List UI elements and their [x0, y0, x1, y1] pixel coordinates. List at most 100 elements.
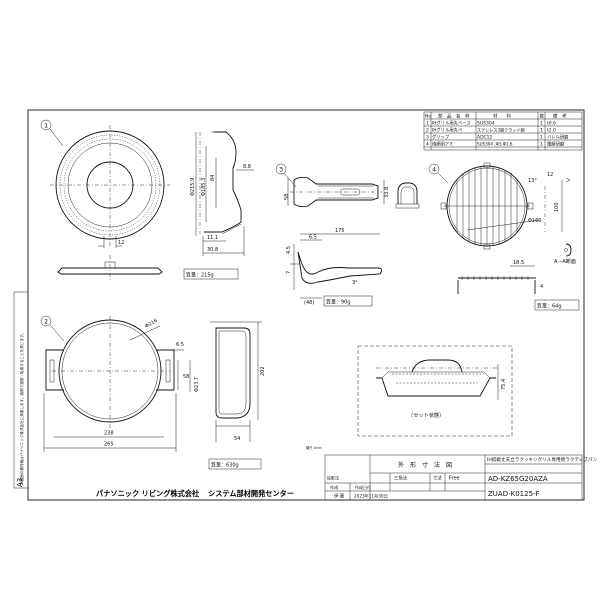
author-name: 伊 藤	[334, 493, 345, 500]
part-4-views: 4 Φ160 13° 12 100	[428, 162, 580, 311]
weight-part-2: 質量：630g	[211, 462, 239, 469]
side-note: 本図面の著作権はパナソニック株式会社に帰属します。無断で複製・転用することを禁じ…	[19, 331, 24, 485]
dim-84: 84	[210, 175, 216, 181]
dim-48: (48)	[304, 300, 314, 306]
dim-12-net: 12	[547, 172, 553, 178]
weight-part-4: 質量：64g	[537, 303, 562, 310]
part-1-side-view	[57, 267, 163, 275]
side-note-strip	[13, 291, 29, 489]
svg-text:SUS304 ,Φ3,Φ1.6: SUS304 ,Φ3,Φ1.6	[477, 142, 513, 147]
dim-phi-160: Φ160	[528, 218, 541, 224]
svg-text:電解研磨: 電解研磨	[547, 141, 565, 148]
projection-value: 三角法	[394, 475, 408, 482]
balloon-2	[40, 315, 52, 327]
svg-text:バレル研磨: バレル研磨	[547, 134, 569, 141]
dim-202: 202	[260, 366, 266, 376]
dim-6-5-pan: 6.5	[176, 342, 184, 348]
dim-8-8: 8.8	[243, 164, 251, 170]
table-header-qty: 数	[540, 113, 545, 120]
part-2-section	[215, 327, 251, 419]
part-3-end-view	[397, 182, 418, 204]
part-3-plan	[293, 176, 379, 208]
model-number: AD-KZ65G20AZA	[488, 475, 548, 483]
dim-100: 100	[554, 202, 560, 212]
svg-text:IHグリル用丸ベ: IHグリル用丸ベ	[432, 127, 463, 134]
date-label: 作成日付	[355, 484, 371, 490]
svg-text:t2.0: t2.0	[547, 128, 556, 134]
svg-text:グリップ: グリップ	[432, 134, 450, 141]
svg-text:SUS304: SUS304	[477, 121, 495, 127]
balloon-3	[275, 163, 287, 175]
dim-58-grip: 58	[284, 194, 290, 200]
dim-4: 4	[540, 284, 543, 290]
table-row: 2 IHグリル用丸ベ ステンレス3層クラッド鋼 1 t2.0	[426, 127, 556, 134]
svg-text:1: 1	[540, 121, 543, 127]
net-side-dots	[461, 276, 529, 280]
dim-238: 238	[104, 431, 114, 437]
svg-text:3: 3	[279, 166, 283, 173]
table-header-material: 材 料	[493, 113, 511, 120]
dim-175: 175	[335, 228, 345, 234]
dim-75-4: 75.4	[501, 379, 507, 390]
table-row: 4 焼網用アミ SUS304 ,Φ3,Φ1.6 1 電解研磨	[426, 141, 565, 148]
dim-13-deg: 13°	[528, 178, 537, 184]
section-a-a	[565, 243, 572, 257]
dim-4-5: 4.5	[286, 246, 292, 254]
dim-phi-215-9: Φ215.9	[190, 178, 196, 196]
part-3-views: 3 58 33.8 175 6.5 4.5 7 (48) 3° 質量：90g	[275, 163, 420, 307]
set-assembly-view: 75.4 （セット状態）	[357, 345, 513, 437]
svg-text:1: 1	[426, 121, 429, 127]
drawing-number: ZUAD-K0125-F	[488, 490, 540, 498]
svg-text:IHグリル用丸ベース: IHグリル用丸ベース	[432, 120, 471, 127]
svg-text:t0.6: t0.6	[547, 121, 556, 127]
dim-phi-23-7: Φ23.7	[194, 377, 200, 392]
title-block: 外 形 寸 法 図 IH搭載丈夫立ラクッキングリル専用焼ラクティブパン AD-K…	[324, 454, 598, 501]
svg-text:1: 1	[44, 122, 48, 129]
dim-12: 12	[118, 240, 124, 246]
svg-text:1: 1	[540, 142, 543, 148]
dim-58-pan: 58	[183, 374, 189, 380]
date-value: 2023年11月30日	[354, 493, 388, 500]
parts-table: No 部 品 名 称 材 料 数 備 考 1 IHグリル用丸ベース SUS304…	[423, 111, 583, 151]
svg-text:2: 2	[44, 318, 48, 325]
weight-part-1: 質量：215g	[186, 272, 214, 279]
dim-18-5: 18.5	[513, 260, 524, 266]
sheet-size: A3	[16, 478, 24, 487]
svg-text:1: 1	[540, 135, 543, 141]
dim-11-1: 11.1	[207, 235, 218, 241]
grill-wires	[444, 167, 530, 245]
dim-6-5-grip: 6.5	[309, 235, 317, 241]
svg-text:4: 4	[426, 142, 429, 148]
svg-text:1: 1	[540, 128, 543, 134]
drawing-type: 外 形 寸 法 図	[398, 461, 452, 469]
dim-7: 7	[286, 271, 292, 274]
part-1-section	[204, 131, 242, 233]
table-header-name: 部 品 名 称	[438, 113, 470, 120]
company-name: パナソニック リビング株式会社	[96, 489, 200, 498]
dim-33-8: 33.8	[384, 187, 390, 198]
dim-30-8: 30.8	[207, 247, 218, 253]
svg-text:ステンレス3層クラッド鋼: ステンレス3層クラッド鋼	[477, 127, 525, 133]
size-label: 寸法	[433, 475, 442, 482]
table-header-no: No	[425, 114, 431, 120]
svg-text:ADC12: ADC12	[477, 135, 493, 141]
svg-text:3: 3	[426, 135, 429, 141]
size-value: Free	[449, 476, 460, 482]
dim-265: 265	[104, 442, 114, 448]
section-a-a-label: A－A断面	[554, 258, 576, 265]
projection-label: 投影法	[327, 475, 339, 481]
dim-phi-216: Φ216	[144, 318, 159, 330]
balloon-1	[40, 119, 52, 131]
table-row: 3 グリップ ADC12 1 バレル研磨	[426, 134, 569, 141]
dim-phi-185-3: Φ185.3	[201, 178, 207, 196]
company-dept: システム部材開発センター	[208, 489, 294, 498]
table-header-note: 備 考	[553, 113, 567, 120]
product-name: IH搭載丈夫立ラクッキングリル専用焼ラクティブパン	[487, 456, 598, 463]
set-frame	[357, 345, 513, 437]
balloon-4	[428, 163, 440, 175]
part-3-side-view	[297, 251, 383, 284]
set-state-label: （セット状態）	[408, 411, 444, 419]
weight-part-3: 質量：90g	[326, 299, 351, 306]
svg-text:4: 4	[432, 166, 436, 173]
